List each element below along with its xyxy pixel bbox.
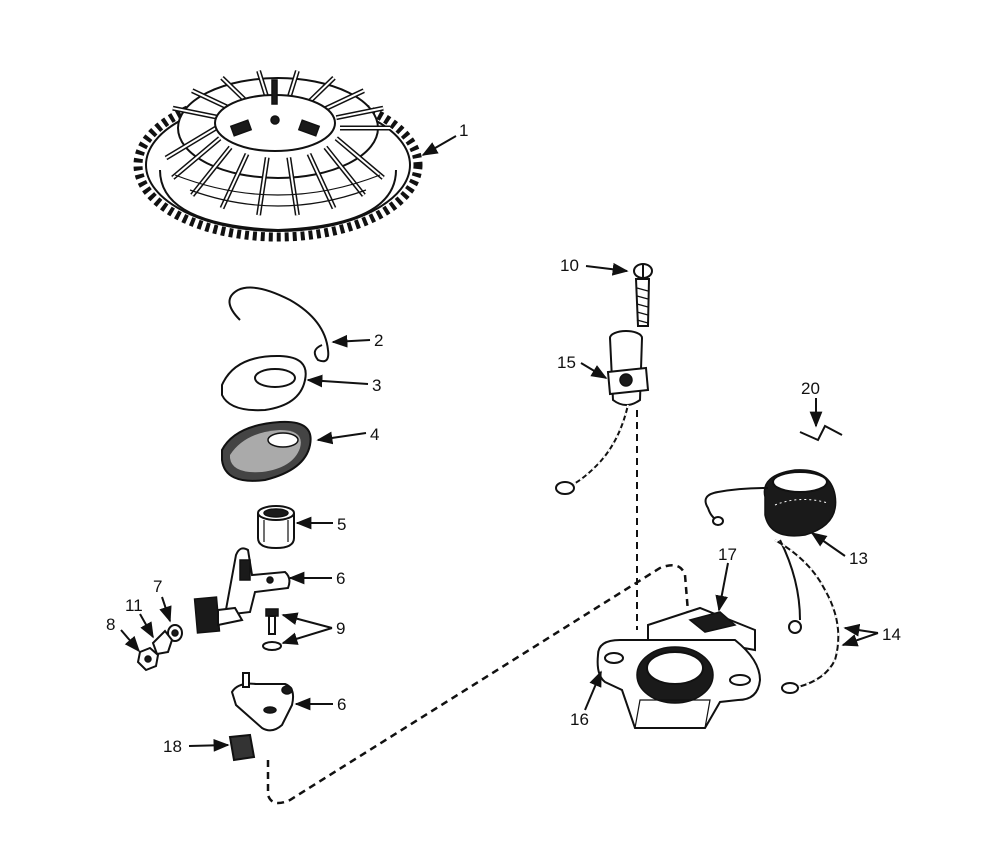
cooling-fin-highlight	[325, 89, 365, 110]
callout-6-lower: 6	[337, 695, 346, 714]
callout-15: 15	[557, 353, 576, 372]
cooling-fin-highlight	[191, 146, 232, 196]
callout-20: 20	[801, 379, 820, 398]
bushing	[257, 505, 295, 550]
ignition-coil	[704, 469, 837, 634]
small-hardware	[136, 624, 183, 672]
ground-lead	[774, 539, 840, 694]
magneto-bracket	[596, 606, 762, 729]
condenser	[555, 330, 650, 495]
callout-14: 14	[882, 625, 901, 644]
callout-17: 17	[718, 545, 737, 564]
callout-2: 2	[374, 331, 383, 350]
cooling-fin-highlight	[165, 127, 217, 159]
cooling-fin-highlight	[257, 70, 269, 99]
breaker-plate	[230, 672, 295, 732]
cooling-fin-highlight	[335, 137, 384, 179]
wire-clip	[799, 424, 843, 442]
cooling-fin-highlight	[221, 153, 248, 209]
cover-plate	[221, 354, 307, 412]
callout-10: 10	[560, 256, 579, 275]
felt-gasket	[221, 420, 312, 482]
callout-13: 13	[849, 549, 868, 568]
callout-5: 5	[337, 515, 346, 534]
callout-16: 16	[570, 710, 589, 729]
callout-7: 7	[153, 577, 162, 596]
spring-clip	[228, 286, 330, 363]
cooling-fin-highlight	[172, 137, 221, 179]
callout-3: 3	[372, 376, 381, 395]
cooling-fin-highlight	[308, 77, 335, 103]
flywheel-cooling-fins	[164, 70, 390, 216]
cooling-fin-highlight	[191, 89, 231, 110]
cooling-fin-highlight	[287, 70, 299, 99]
cooling-fin-highlight	[336, 107, 384, 119]
callout-11: 11	[125, 596, 143, 615]
cooling-fin-highlight	[308, 153, 335, 209]
felt-pad	[228, 733, 256, 762]
terminal-screw	[633, 263, 653, 327]
dashed-connection-lines	[266, 410, 690, 805]
callout-1: 1	[459, 121, 468, 140]
callout-labels: 1 2 3 4 5 6 7 8 9 10 11 13 14 15 16 17 1…	[106, 121, 901, 756]
callout-6-upper: 6	[336, 569, 345, 588]
flywheel	[133, 70, 423, 242]
cooling-fin-highlight	[172, 107, 220, 119]
cooling-fin-highlight	[324, 146, 365, 196]
callout-18: 18	[163, 737, 182, 756]
breaker-arm	[193, 547, 291, 634]
callout-8: 8	[106, 615, 115, 634]
cooling-fin-highlight	[221, 77, 248, 103]
callout-leaders	[120, 135, 879, 752]
callout-4: 4	[370, 425, 379, 444]
callout-9: 9	[336, 619, 345, 638]
screw-and-washer	[262, 608, 282, 651]
